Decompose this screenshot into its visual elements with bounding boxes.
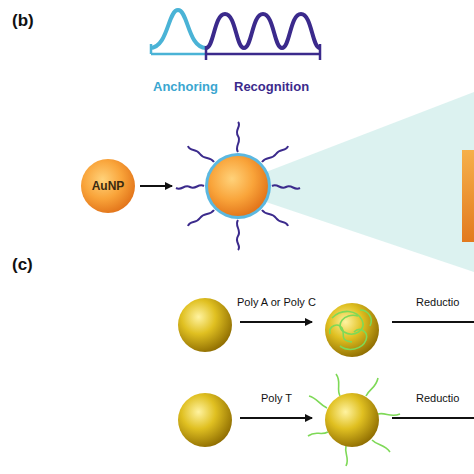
gold-sphere <box>325 393 379 447</box>
recognition-bracket <box>206 44 320 60</box>
process-arrow <box>240 321 312 323</box>
segment-label: Anchoring <box>153 80 218 94</box>
zoom-wedge <box>266 92 474 272</box>
process-arrow <box>392 321 474 323</box>
gold-sphere <box>325 303 379 357</box>
segment-label: Recognition <box>234 80 309 94</box>
node-label: AuNP <box>81 179 135 193</box>
anchoring-bracket <box>151 44 206 54</box>
gold-sphere <box>178 393 232 447</box>
process-arrow <box>240 417 312 419</box>
step-label: Reductio <box>416 296 459 308</box>
step-label: Reductio <box>416 392 459 404</box>
process-arrow <box>140 185 172 187</box>
inset-surface <box>462 150 474 242</box>
nanoparticle-circle: AuNP <box>81 159 135 213</box>
functionalized-nanoparticle <box>176 122 300 250</box>
step-label: Poly T <box>261 392 292 404</box>
anchoring-segment <box>150 10 206 48</box>
panel-letter: (b) <box>12 12 34 31</box>
wrapped-strands <box>330 310 372 349</box>
process-arrow <box>392 417 474 419</box>
extended-strands <box>308 374 400 466</box>
recognition-segment <box>206 14 320 48</box>
step-label: Poly A or Poly C <box>237 296 316 308</box>
gold-sphere <box>178 298 232 352</box>
panel-letter: (c) <box>12 256 33 275</box>
